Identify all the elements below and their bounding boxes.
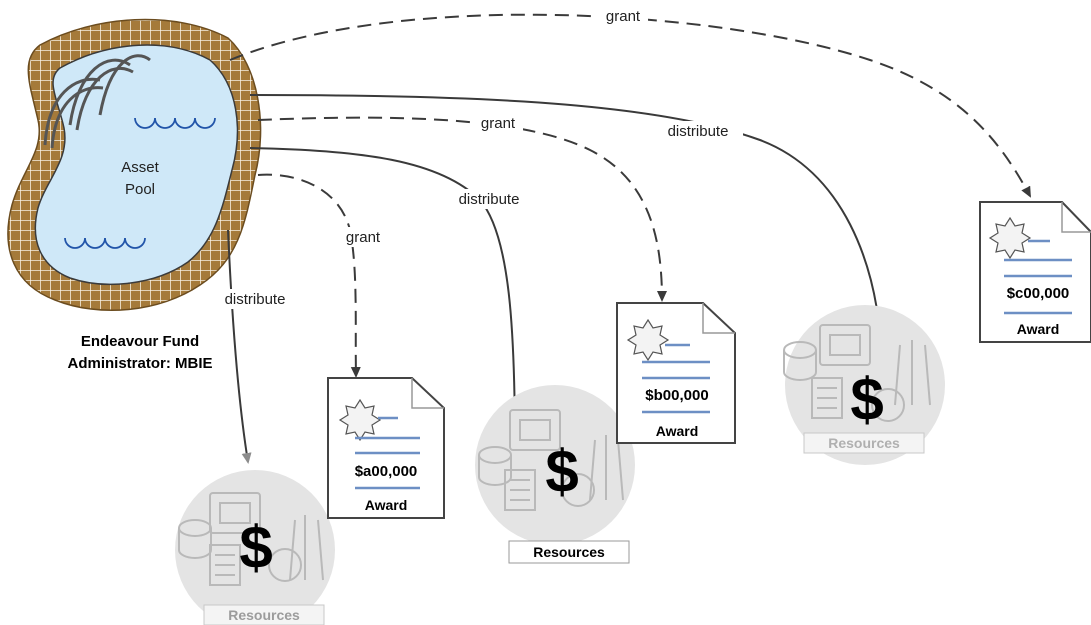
dollar-icon: $	[545, 438, 578, 505]
award-document-c: $c00,000 Award	[979, 201, 1091, 343]
resources-node-3: $ Resources	[783, 305, 945, 465]
award-seal-icon	[338, 398, 382, 442]
resources-label-box	[203, 604, 325, 625]
fund-administrator: Administrator: MBIE	[67, 355, 212, 372]
pool-title-line1: Asset	[121, 159, 159, 176]
pool-ladder	[43, 54, 151, 149]
resources-node-2: $ Resources	[475, 385, 635, 564]
fund-name: Endeavour Fund	[81, 333, 199, 350]
award-document-b: $b00,000 Award	[616, 302, 736, 444]
pool-water	[34, 44, 239, 286]
resources-clipart-icon	[783, 324, 931, 422]
award-document-icon	[616, 302, 736, 444]
resources-clipart-icon	[478, 409, 624, 511]
award-label: Award	[656, 423, 699, 439]
resources-circle	[785, 305, 945, 465]
grant-arrow-low	[257, 173, 361, 378]
distribute-label-mid: distribute	[459, 191, 520, 208]
edge-labels: grant distribute grant distribute grant …	[212, 6, 743, 309]
resources-label-box	[803, 432, 925, 454]
resources-label: Resources	[828, 435, 900, 451]
grant-arrow-top	[229, 13, 1031, 198]
award-document-a: $a00,000 Award	[327, 377, 445, 519]
resources-label: Resources	[228, 607, 300, 623]
resources-circle	[475, 385, 635, 545]
award-seal-icon	[988, 216, 1032, 260]
award-amount: $b00,000	[645, 387, 708, 404]
water-waves	[64, 117, 216, 249]
grant-label-low: grant	[346, 229, 381, 246]
resources-label: Resources	[533, 544, 605, 560]
award-amount: $c00,000	[1007, 285, 1070, 302]
award-seal-icon	[626, 318, 670, 362]
resources-label-box	[508, 540, 630, 564]
resources-node-1: $ Resources	[175, 470, 335, 625]
award-text-lines	[355, 416, 420, 490]
grant-label-top: grant	[606, 8, 641, 25]
award-text-lines	[642, 343, 710, 414]
award-text-lines	[1004, 239, 1072, 315]
grant-label-mid: grant	[481, 115, 516, 132]
award-amount: $a00,000	[355, 463, 418, 480]
grant-arrow-mid	[257, 116, 667, 302]
distribute-label-left: distribute	[225, 291, 286, 308]
award-label: Award	[365, 497, 408, 513]
pool-title-line2: Pool	[125, 181, 155, 198]
asset-pool: Asset Pool	[7, 18, 262, 312]
resources-clipart-icon	[178, 492, 324, 586]
distribute-arrow-left	[227, 229, 252, 464]
distribute-label-top: distribute	[668, 123, 729, 140]
award-label: Award	[1017, 321, 1060, 337]
dollar-icon: $	[239, 514, 272, 581]
dollar-icon: $	[850, 366, 883, 433]
resources-circle	[175, 470, 335, 625]
